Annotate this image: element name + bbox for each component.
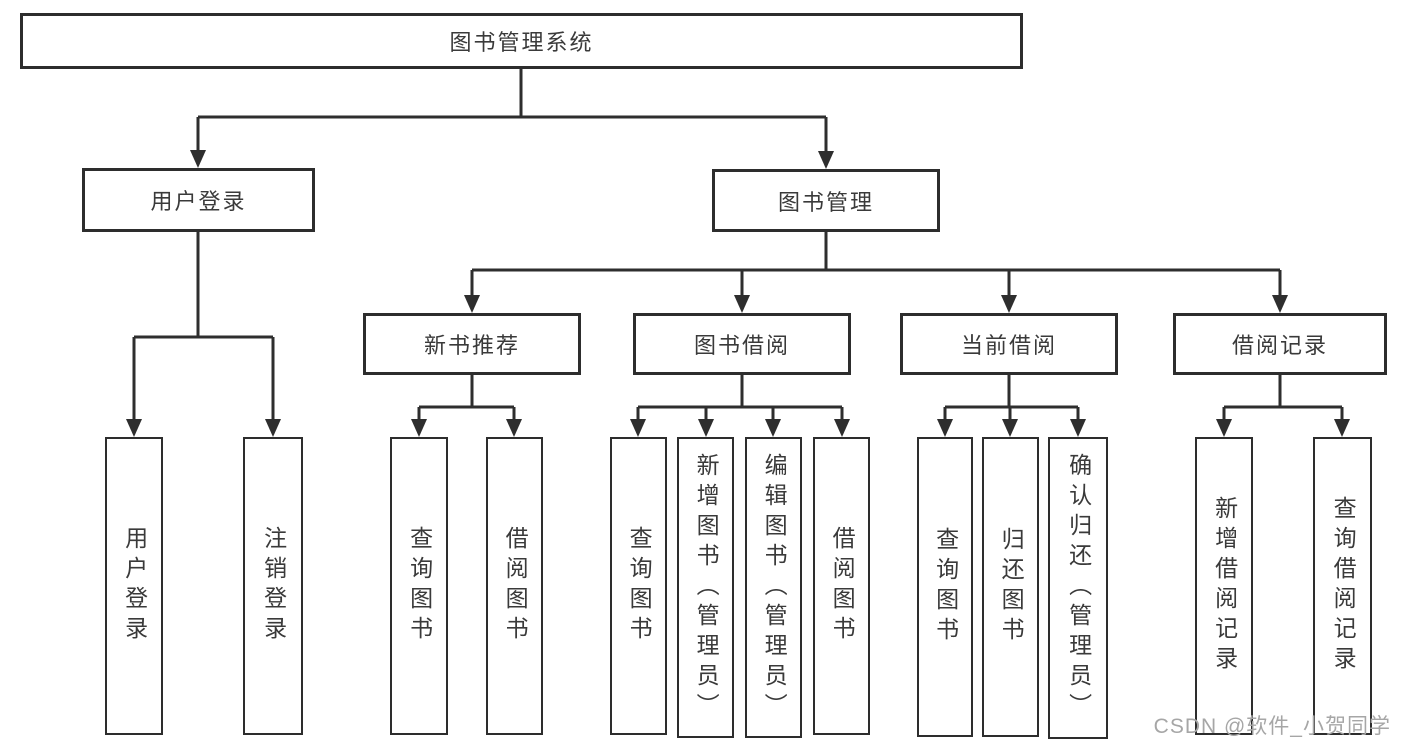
- leaf-query-borrow-record: 查询借阅记录: [1313, 437, 1372, 735]
- leaf-query-books-current: 查询图书: [917, 437, 973, 737]
- arrowhead-icon: [190, 150, 206, 168]
- leaf-label: 用户登录: [121, 526, 148, 646]
- arrowhead-icon: [1001, 295, 1017, 313]
- leaf-label: 查询借阅记录: [1330, 496, 1357, 676]
- node-book-borrowing: 图书借阅: [633, 313, 851, 375]
- leaf-label: 归还图书: [998, 527, 1025, 647]
- connector-root-to-level2: [196, 69, 828, 153]
- node-current-borrowing: 当前借阅: [900, 313, 1118, 375]
- csdn-watermark: CSDN @软件_小贺同学: [1153, 715, 1391, 738]
- connector-mgmt-to-level3: [470, 232, 1282, 297]
- arrowhead-icon: [126, 419, 142, 437]
- leaf-add-borrow-record: 新增借阅记录: [1195, 437, 1253, 735]
- leaf-label: 查询图书: [626, 526, 653, 646]
- connector-login-to-leaves: [132, 232, 275, 421]
- arrowhead-icon: [734, 295, 750, 313]
- leaf-label: 新增图书（管理员）: [693, 452, 720, 723]
- arrowhead-icon: [265, 419, 281, 437]
- node-root-system: 图书管理系统: [20, 13, 1023, 69]
- leaf-query-books-borrow: 查询图书: [610, 437, 667, 735]
- arrowhead-icon: [630, 419, 646, 437]
- leaf-label: 注销登录: [260, 526, 287, 646]
- arrowhead-icon: [506, 419, 522, 437]
- leaf-query-books-newbook: 查询图书: [390, 437, 448, 735]
- leaf-confirm-return-admin: 确认归还（管理员）: [1048, 437, 1108, 739]
- connector-newbook-to-leaves: [417, 375, 516, 421]
- arrowhead-icon: [937, 419, 953, 437]
- node-user-login: 用户登录: [82, 168, 315, 232]
- arrowhead-icon: [1216, 419, 1232, 437]
- leaf-borrow-books-newbook: 借阅图书: [486, 437, 543, 735]
- leaf-label: 借阅图书: [829, 526, 856, 646]
- leaf-label: 新增借阅记录: [1211, 496, 1238, 676]
- leaf-label: 确认归还（管理员）: [1065, 453, 1092, 723]
- leaf-label: 编辑图书（管理员）: [761, 452, 788, 723]
- leaf-edit-books-admin: 编辑图书（管理员）: [745, 437, 802, 738]
- leaf-add-books-admin: 新增图书（管理员）: [677, 437, 734, 738]
- node-book-management: 图书管理: [712, 169, 940, 232]
- node-borrowing-records: 借阅记录: [1173, 313, 1387, 375]
- arrowhead-icon: [1272, 295, 1288, 313]
- leaf-borrow-books: 借阅图书: [813, 437, 870, 735]
- arrowhead-icon: [411, 419, 427, 437]
- leaf-return-books: 归还图书: [982, 437, 1039, 737]
- leaf-label: 查询图书: [932, 527, 959, 647]
- node-new-book-recommend: 新书推荐: [363, 313, 581, 375]
- leaf-logout: 注销登录: [243, 437, 303, 735]
- connector-current-to-leaves: [943, 375, 1080, 421]
- arrowhead-icon: [818, 151, 834, 169]
- leaf-label: 借阅图书: [502, 526, 529, 646]
- arrowhead-icon: [698, 419, 714, 437]
- arrowhead-icon: [765, 419, 781, 437]
- connector-borrow-to-leaves: [636, 375, 844, 421]
- leaf-user-login: 用户登录: [105, 437, 163, 735]
- leaf-label: 查询图书: [406, 526, 433, 646]
- arrowhead-icon: [1070, 419, 1086, 437]
- arrowheads: [126, 150, 1350, 437]
- arrowhead-icon: [834, 419, 850, 437]
- arrowhead-icon: [1334, 419, 1350, 437]
- arrowhead-icon: [1002, 419, 1018, 437]
- connector-records-to-leaves: [1222, 375, 1344, 421]
- arrowhead-icon: [464, 295, 480, 313]
